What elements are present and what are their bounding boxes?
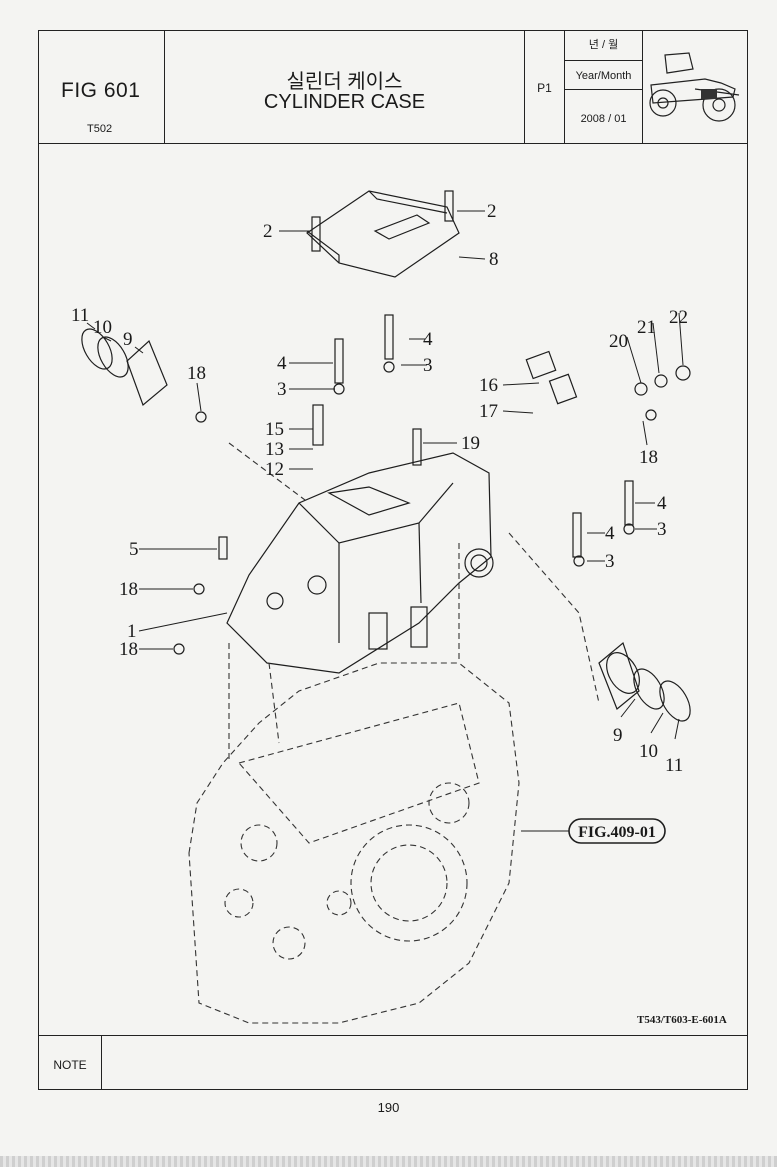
tractor-thumbnail-cell — [643, 31, 747, 143]
callout-20: 20 — [609, 331, 628, 352]
cylinder-case-body — [226, 452, 492, 674]
cylinder-case-drawing: 2 2 8 4 3 4 3 15 13 12 19 16 17 5 18 1 1… — [71, 190, 727, 1026]
callout-10: 10 — [93, 317, 112, 338]
page-code-cell: P1 — [525, 31, 565, 143]
date-cell: 년 / 월 Year/Month 2008 / 01 — [565, 31, 643, 143]
title-block: FIG 601 T502 실린더 케이스 CYLINDER CASE P1 년 … — [39, 31, 747, 144]
callout-21: 21 — [637, 317, 656, 338]
callout-4: 4 — [657, 493, 667, 514]
tractor-icon — [649, 52, 740, 122]
callout-17: 17 — [479, 401, 498, 422]
callout-18: 18 — [187, 363, 206, 384]
callout-15: 15 — [265, 419, 284, 440]
note-label: NOTE — [39, 1036, 102, 1090]
callout-3: 3 — [605, 551, 615, 572]
callout-18: 18 — [639, 447, 658, 468]
callout-5: 5 — [129, 539, 139, 560]
title-cell: 실린더 케이스 CYLINDER CASE — [165, 31, 525, 143]
callout-19: 19 — [461, 433, 480, 454]
callout-4: 4 — [605, 523, 615, 544]
callout-13: 13 — [265, 439, 284, 460]
callout-22: 22 — [669, 307, 688, 328]
page-frame: FIG 601 T502 실린더 케이스 CYLINDER CASE P1 년 … — [38, 30, 748, 1090]
callout-1: 1 — [127, 621, 137, 642]
date-value: 2008 / 01 — [580, 113, 627, 125]
callout-10: 10 — [639, 741, 658, 762]
callout-12: 12 — [265, 459, 284, 480]
scan-edge — [0, 1156, 777, 1167]
title-english: CYLINDER CASE — [263, 91, 426, 113]
callout-11: 11 — [71, 305, 89, 326]
page-number: 190 — [377, 1100, 400, 1115]
callout-11: 11 — [665, 755, 683, 776]
reference-figure-link[interactable]: FIG.409-01 — [578, 824, 656, 841]
title-korean: 실린더 케이스 — [286, 71, 403, 93]
drawing-code: T543/T603-E-601A — [637, 1014, 727, 1026]
callout-4: 4 — [423, 329, 433, 350]
page-code: P1 — [537, 81, 552, 95]
callout-18: 18 — [119, 639, 138, 660]
date-label-korean: 년 / 월 — [565, 31, 642, 61]
callout-3: 3 — [277, 379, 287, 400]
note-row: NOTE — [39, 1035, 747, 1090]
callout-9: 9 — [123, 329, 133, 350]
fig-number: FIG 601 — [61, 79, 141, 102]
exploded-parts-diagram: 2 2 8 4 3 4 3 15 13 12 19 16 17 5 18 1 1… — [39, 143, 747, 1031]
callout-4: 4 — [277, 353, 287, 374]
callout-8: 8 — [489, 249, 499, 270]
callout-2: 2 — [263, 221, 273, 242]
date-label-english: Year/Month — [565, 60, 642, 90]
cover-plate — [306, 190, 460, 278]
callout-2: 2 — [487, 201, 497, 222]
model-code: T502 — [87, 123, 113, 135]
callout-3: 3 — [657, 519, 667, 540]
callout-16: 16 — [479, 375, 498, 396]
callout-18: 18 — [119, 579, 138, 600]
callout-3: 3 — [423, 355, 433, 376]
callout-9: 9 — [613, 725, 623, 746]
transmission-housing-outline — [188, 662, 520, 1024]
fig-cell: FIG 601 T502 — [39, 31, 165, 143]
